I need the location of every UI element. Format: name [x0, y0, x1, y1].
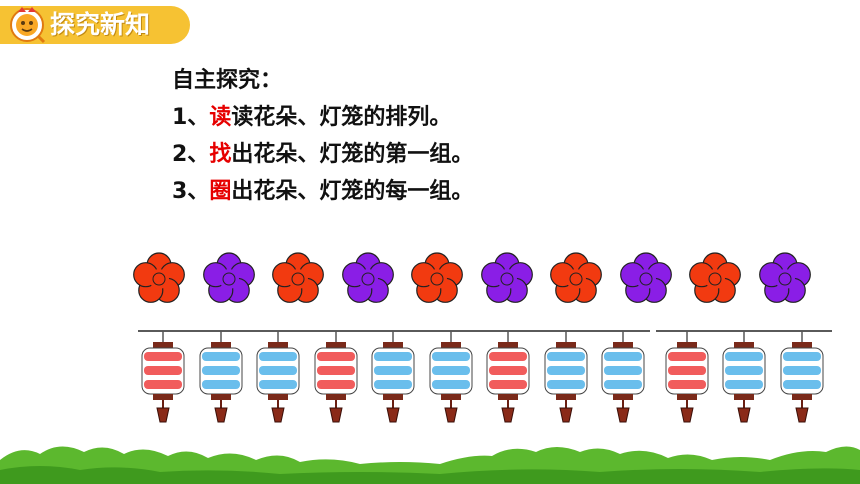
header-tab: 探究新知: [0, 0, 194, 48]
blue-lantern-icon: [780, 331, 823, 423]
grass-ground: [0, 446, 860, 484]
blue-lantern-icon: [199, 331, 242, 423]
red-flower-icon: [133, 252, 185, 303]
item-highlight: 找: [209, 142, 232, 167]
lantern-string-left: [138, 330, 650, 332]
item-text: 出花朵、灯笼的第一组。: [231, 142, 474, 167]
red-flower-icon: [550, 252, 602, 303]
page-title: 探究新知: [50, 10, 151, 39]
item-highlight: 读: [209, 105, 232, 130]
flower-row: [128, 248, 828, 310]
instruction-heading: 自主探究：: [172, 68, 283, 93]
item-number: 1、: [172, 105, 210, 130]
red-lantern-icon: [665, 331, 708, 423]
purple-flower-icon: [619, 252, 672, 303]
instruction-item-3: 3、圈出花朵、灯笼的每一组。: [172, 173, 473, 210]
instruction-block: 自主探究： 1、读读花朵、灯笼的排列。 2、找出花朵、灯笼的第一组。 3、圈出花…: [172, 62, 473, 210]
purple-flower-icon: [758, 252, 811, 303]
blue-lantern-icon: [722, 331, 766, 423]
item-text: 出花朵、灯笼的每一组。: [231, 179, 474, 204]
red-flower-icon: [689, 252, 741, 303]
instruction-item-2: 2、找出花朵、灯笼的第一组。: [172, 136, 473, 173]
red-lantern-icon: [141, 331, 185, 423]
item-text: 读花朵、灯笼的排列。: [231, 105, 452, 130]
blue-lantern-icon: [256, 331, 300, 423]
lantern-row: [138, 326, 832, 426]
instruction-item-1: 1、读读花朵、灯笼的排列。: [172, 99, 473, 136]
red-flower-icon: [272, 252, 324, 303]
item-highlight: 圈: [209, 179, 232, 204]
red-lantern-icon: [314, 331, 357, 423]
red-lantern-icon: [486, 331, 530, 423]
purple-flower-icon: [341, 252, 394, 303]
red-flower-icon: [411, 252, 463, 303]
item-number: 3、: [172, 179, 210, 204]
blue-lantern-icon: [544, 331, 587, 423]
purple-flower-icon: [202, 252, 255, 303]
item-number: 2、: [172, 142, 210, 167]
blue-lantern-icon: [429, 331, 472, 423]
blue-lantern-icon: [371, 331, 415, 423]
purple-flower-icon: [480, 252, 533, 303]
mascot-logo-icon: [10, 7, 46, 44]
blue-lantern-icon: [601, 331, 645, 423]
